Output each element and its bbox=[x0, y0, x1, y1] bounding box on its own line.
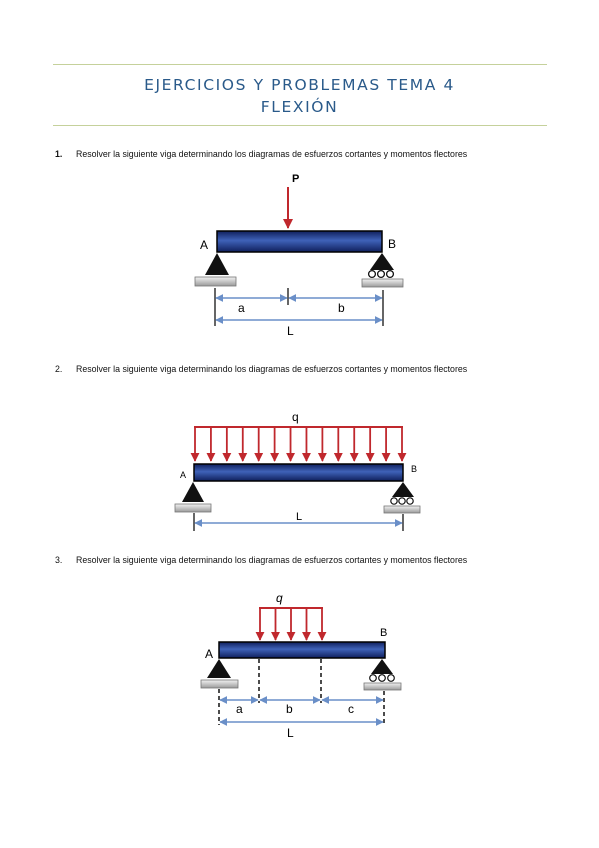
page-subtitle: FLEXIÓN bbox=[260, 98, 339, 116]
roller-support-b bbox=[361, 253, 404, 288]
beam bbox=[218, 641, 386, 659]
beam bbox=[193, 463, 404, 482]
problem-number: 3. bbox=[55, 555, 63, 565]
dim-c-label: c bbox=[348, 702, 354, 716]
load-label: P bbox=[292, 173, 299, 185]
beam-diagram-3: q A B a b c L bbox=[200, 591, 402, 740]
beam-diagram-1: P A B a b L bbox=[194, 173, 404, 338]
page-title: EJERCICIOS Y PROBLEMAS TEMA 4 bbox=[144, 76, 455, 94]
support-a-label: A bbox=[200, 238, 208, 252]
dim-b-label: b bbox=[338, 301, 345, 315]
pin-support-a bbox=[174, 482, 212, 513]
top-rule bbox=[53, 64, 547, 65]
support-b-label: B bbox=[380, 627, 387, 639]
problem-number: 2. bbox=[55, 364, 63, 374]
support-a-label: A bbox=[205, 647, 213, 661]
problem-2-statement: 2. Resolver la siguiente viga determinand… bbox=[55, 364, 467, 374]
beam-diagram-2: q A B L bbox=[174, 410, 421, 531]
bottom-rule bbox=[53, 125, 547, 126]
dim-L-label: L bbox=[287, 726, 294, 740]
dim-a-label: a bbox=[236, 702, 243, 716]
beam bbox=[216, 230, 383, 253]
problem-1-statement: 1. Resolver la siguiente viga determinand… bbox=[55, 149, 467, 159]
load-label: q bbox=[276, 591, 283, 605]
roller-support-b bbox=[383, 482, 421, 514]
dim-L-label: L bbox=[296, 511, 302, 523]
dim-L-label: L bbox=[287, 324, 294, 338]
problem-3-statement: 3. Resolver la siguiente viga determinand… bbox=[55, 555, 467, 565]
problem-number: 1. bbox=[55, 149, 63, 159]
support-a-label: A bbox=[180, 470, 186, 480]
roller-support-b bbox=[363, 659, 402, 691]
problem-text: Resolver la siguiente viga determinando … bbox=[76, 555, 468, 565]
support-b-label: B bbox=[388, 237, 396, 251]
problem-text: Resolver la siguiente viga determinando … bbox=[76, 149, 468, 159]
problem-text: Resolver la siguiente viga determinando … bbox=[76, 364, 468, 374]
support-b-label: B bbox=[411, 464, 417, 474]
pin-support-a bbox=[200, 659, 239, 689]
dim-a-label: a bbox=[238, 301, 245, 315]
dim-b-label: b bbox=[286, 702, 293, 716]
partial-distributed-load-arrows bbox=[255, 608, 327, 641]
distributed-load-arrows bbox=[190, 427, 407, 462]
pin-support-a bbox=[194, 253, 237, 287]
load-label: q bbox=[292, 410, 299, 424]
